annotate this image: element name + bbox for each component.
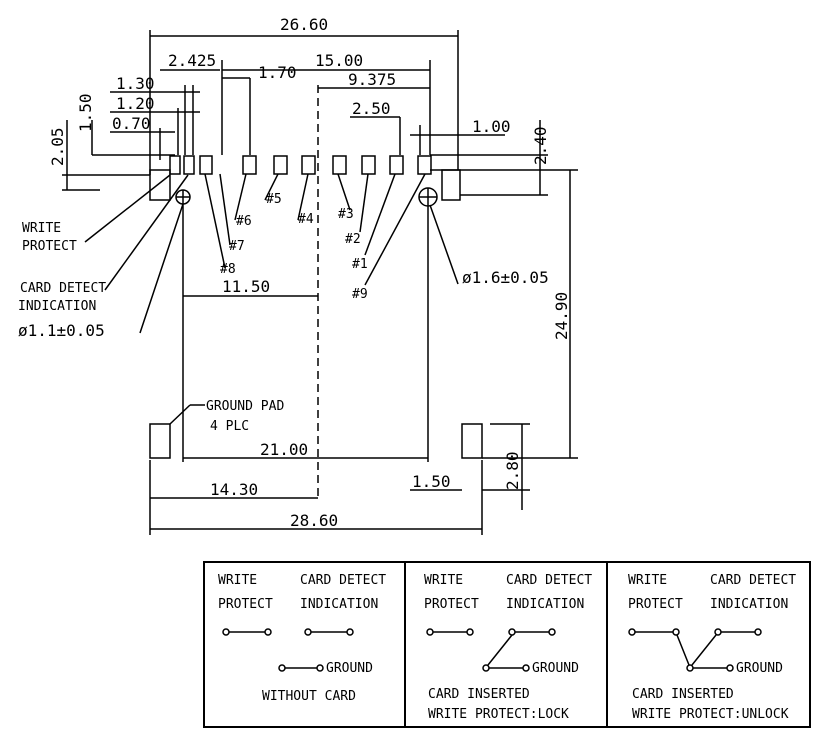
pin-label-6: #6 <box>236 214 252 229</box>
pin-label-8: #8 <box>220 262 236 277</box>
dim-2-425: 2.425 <box>168 51 216 70</box>
dim-9-375: 9.375 <box>348 70 396 89</box>
label-hole-small: ø1.1±0.05 <box>18 321 105 340</box>
dim-1-50-vertical: 1.50 <box>76 93 95 132</box>
panel1-ground-label: GROUND <box>326 661 373 676</box>
panel2-write-protect-line1: WRITE <box>424 573 463 588</box>
dim-1-20: 1.20 <box>116 94 155 113</box>
pin-label-4: #4 <box>298 212 314 227</box>
dim-21-00: 21.00 <box>260 440 308 459</box>
label-card-detect-line1: CARD DETECT <box>20 281 106 296</box>
pin-label-7: #7 <box>229 239 245 254</box>
label-hole-large: ø1.6±0.05 <box>462 268 549 287</box>
dim-2-40-vertical: 2.40 <box>531 126 550 165</box>
panel1-card-detect-line2: INDICATION <box>300 597 378 612</box>
dim-1-30: 1.30 <box>116 74 155 93</box>
label-write-protect-line2: PROTECT <box>22 239 77 254</box>
label-ground-pad-line2: 4 PLC <box>210 419 249 434</box>
panel3-card-detect-line1: CARD DETECT <box>710 573 796 588</box>
switch-state-table <box>203 561 811 728</box>
panel3-write-protect-line1: WRITE <box>628 573 667 588</box>
dim-11-50: 11.50 <box>222 277 270 296</box>
pin-label-9: #9 <box>352 287 368 302</box>
dim-1-70: 1.70 <box>258 63 297 82</box>
dim-overall-top: 26.60 <box>280 15 328 34</box>
pin-label-3: #3 <box>338 207 354 222</box>
dim-overall-bottom: 28.60 <box>290 511 338 530</box>
panel2-card-detect-line2: INDICATION <box>506 597 584 612</box>
dim-14-30: 14.30 <box>210 480 258 499</box>
panel2-caption-line2: WRITE PROTECT:LOCK <box>428 707 569 722</box>
panel1-write-protect-line2: PROTECT <box>218 597 273 612</box>
panel2-card-detect-line1: CARD DETECT <box>506 573 592 588</box>
dim-15-00: 15.00 <box>315 51 363 70</box>
label-ground-pad-line1: GROUND PAD <box>206 399 284 414</box>
label-card-detect-line2: INDICATION <box>18 299 96 314</box>
dim-1-00: 1.00 <box>472 117 511 136</box>
panel1-write-protect-line1: WRITE <box>218 573 257 588</box>
panel3-write-protect-line2: PROTECT <box>628 597 683 612</box>
panel2-ground-label: GROUND <box>532 661 579 676</box>
panel3-card-detect-line2: INDICATION <box>710 597 788 612</box>
panel2-write-protect-line2: PROTECT <box>424 597 479 612</box>
dim-1-50-bottom: 1.50 <box>412 472 451 491</box>
pin-label-2: #2 <box>345 232 361 247</box>
panel1-caption: WITHOUT CARD <box>262 689 356 704</box>
dim-2-05-vertical: 2.05 <box>48 127 67 166</box>
dim-24-90-vertical: 24.90 <box>552 292 571 340</box>
pin-label-1: #1 <box>352 257 368 272</box>
panel2-caption-line1: CARD INSERTED <box>428 687 530 702</box>
label-write-protect-line1: WRITE <box>22 221 61 236</box>
panel3-ground-label: GROUND <box>736 661 783 676</box>
panel1-card-detect-line1: CARD DETECT <box>300 573 386 588</box>
dim-2-80-vertical: 2.80 <box>503 451 522 490</box>
panel3-caption-line1: CARD INSERTED <box>632 687 734 702</box>
dim-0-70: 0.70 <box>112 114 151 133</box>
dim-2-50: 2.50 <box>352 99 391 118</box>
panel3-caption-line2: WRITE PROTECT:UNLOCK <box>632 707 789 722</box>
pin-label-5: #5 <box>266 192 282 207</box>
